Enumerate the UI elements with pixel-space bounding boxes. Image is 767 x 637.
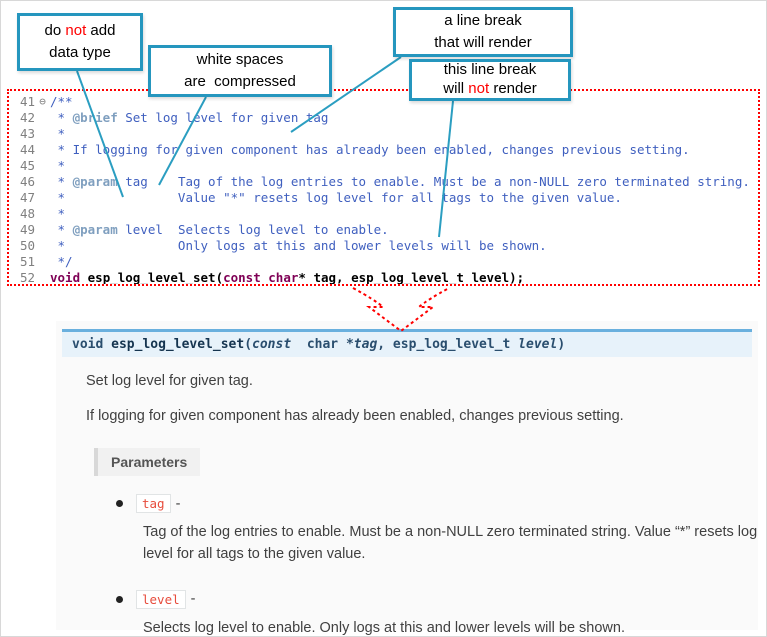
signature-segment: tag: [353, 337, 378, 352]
fold-gutter: [35, 158, 50, 174]
param-separator: -: [190, 591, 196, 608]
code-text: * Only logs at this and lower levels wil…: [50, 238, 547, 253]
fold-gutter: [35, 126, 50, 142]
code-text: /**: [50, 94, 73, 109]
bullet-marker: [116, 595, 123, 603]
code-text: *: [50, 158, 66, 173]
line-number: 47: [19, 190, 35, 205]
line-number: 48: [19, 206, 35, 221]
callout-no-datatype: do not add data type: [17, 13, 143, 71]
parameter-item: level - Selects log level to enable. Only…: [116, 589, 758, 636]
code-text: * @param tag Tag of the log entries to e…: [50, 174, 750, 189]
callout-text: will not render: [443, 80, 537, 97]
callout-text: data type: [49, 44, 111, 61]
fold-gutter: [35, 206, 50, 222]
signature-segment: const: [252, 337, 292, 352]
fold-gutter: [35, 254, 50, 270]
signature-segment: char *: [291, 337, 354, 352]
signature-segment: level: [518, 337, 558, 352]
parameters-label: Parameters: [94, 448, 201, 476]
line-number: 44: [19, 142, 35, 157]
parameter-item: tag - Tag of the log entries to enable. M…: [116, 494, 758, 566]
code-text: * @brief Set log level for given tag: [50, 110, 329, 125]
fold-gutter: [35, 238, 50, 254]
fold-gutter: [35, 174, 50, 190]
line-number: 45: [19, 158, 35, 173]
callout-text: this line break: [443, 61, 537, 79]
line-number: 43: [19, 126, 35, 141]
code-text: *: [50, 126, 66, 141]
code-line[interactable]: 41 ⊖ /**: [9, 94, 758, 110]
parameter-list: tag - Tag of the log entries to enable. M…: [116, 494, 758, 636]
code-line[interactable]: 50 * Only logs at this and lower levels …: [9, 238, 758, 254]
code-line[interactable]: 42 * @brief Set log level for given tag: [9, 110, 758, 126]
fold-gutter: [35, 142, 50, 158]
fold-collapse-icon[interactable]: ⊖: [39, 95, 46, 108]
fold-gutter: [35, 222, 50, 238]
callout-whitespace-compressed: white spaces are compressed: [148, 45, 332, 97]
line-number: 49: [19, 222, 35, 237]
callout-text: a line break: [444, 12, 522, 30]
callout-text: white spaces: [196, 51, 284, 69]
fold-gutter: [35, 190, 50, 206]
param-description: Selects log level to enable. Only logs a…: [143, 619, 625, 636]
fold-gutter: [35, 110, 50, 126]
code-line[interactable]: 48 *: [9, 206, 758, 222]
fold-gutter: [35, 270, 50, 284]
callout-line-break-not-render: this line break will not render: [409, 59, 571, 101]
signature-segment: ): [557, 337, 566, 352]
code-text: */: [50, 254, 73, 269]
code-line[interactable]: 49 * @param level Selects log level to e…: [9, 222, 758, 238]
code-line[interactable]: 43 *: [9, 126, 758, 142]
code-line[interactable]: 46 * @param tag Tag of the log entries t…: [9, 174, 758, 190]
code-text: * @param level Selects log level to enab…: [50, 222, 389, 237]
function-signature: void esp_log_level_set(const char *tag, …: [62, 329, 752, 357]
line-number: 52: [19, 270, 35, 285]
code-line[interactable]: 52 void esp_log_level_set(const char* tag…: [9, 270, 758, 285]
param-name-chip: level: [136, 589, 186, 609]
line-number: 41: [19, 94, 35, 109]
code-line[interactable]: 44 * If logging for given component has …: [9, 142, 758, 158]
param-description: Tag of the log entries to enable. Must b…: [143, 524, 758, 563]
callout-text: do not add: [44, 22, 116, 40]
code-text: void esp_log_level_set(const char* tag, …: [50, 270, 525, 285]
line-number: 42: [19, 110, 35, 125]
code-text: * Value "*" resets log level for all tag…: [50, 190, 622, 205]
signature-segment: void: [72, 337, 112, 352]
callout-line-break-renders: a line break that will render: [393, 7, 573, 57]
line-number: 50: [19, 238, 35, 253]
code-line[interactable]: 47 * Value "*" resets log level for all …: [9, 190, 758, 206]
code-text: * If logging for given component has alr…: [50, 142, 690, 157]
code-text: *: [50, 206, 66, 221]
callout-text: are compressed: [184, 73, 296, 90]
bullet-marker: [116, 500, 123, 507]
signature-segment: esp_log_level_set: [111, 337, 245, 352]
brief-description: Set log level for given tag.: [86, 373, 253, 389]
code-editor[interactable]: 41⊖/**42 * @brief Set log level for give…: [7, 89, 760, 286]
code-line[interactable]: 51 */: [9, 254, 758, 270]
signature-segment: , esp_log_level_t: [377, 337, 519, 352]
code-line[interactable]: 45 *: [9, 158, 758, 174]
line-number: 46: [19, 174, 35, 189]
line-number: 51: [19, 254, 35, 269]
signature-segment: (: [244, 337, 253, 352]
detailed-description: If logging for given component has alrea…: [86, 408, 624, 424]
rendered-docs-panel: void esp_log_level_set(const char *tag, …: [56, 321, 758, 636]
param-separator: -: [175, 495, 181, 512]
param-name-chip: tag: [136, 494, 171, 513]
callout-text: that will render: [434, 34, 532, 51]
